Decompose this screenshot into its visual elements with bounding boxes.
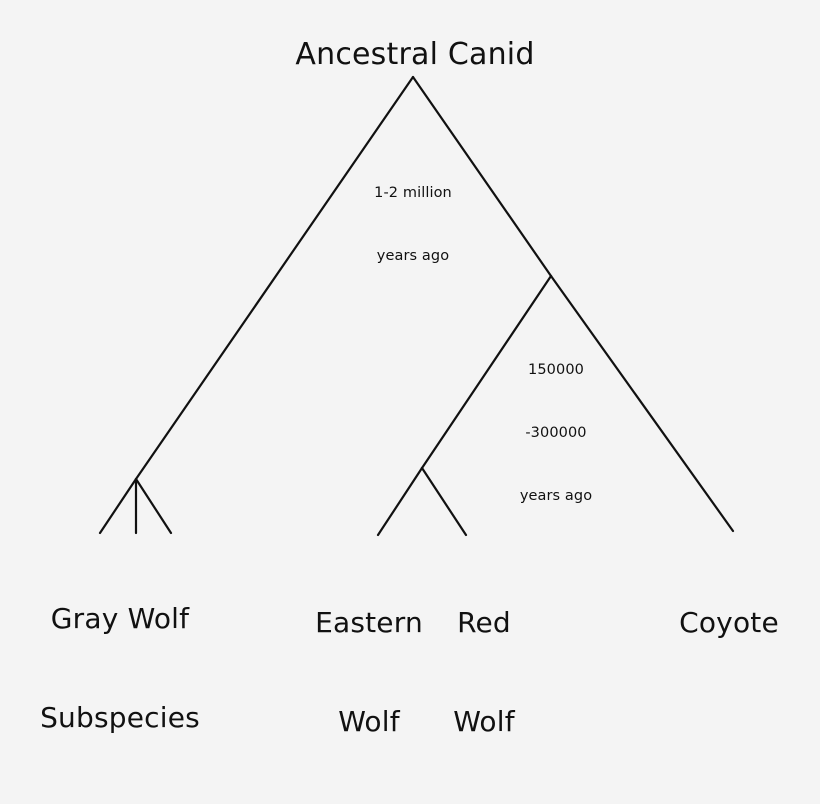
tree-branch-lines [98,75,735,537]
leaf-label-coyote-line1: Coyote [679,606,779,640]
branch-label-wolf-coyote-split-line1: 150000 [528,362,584,379]
leaf-label-coyote: Coyote [679,540,779,705]
branch-fork-to-redwolf [420,466,468,537]
branch-label-wolf-coyote-split-line3: years ago [519,488,593,505]
leaf-label-gray-wolf-subspecies-line2: Subspecies [40,701,200,735]
branch-fork-to-easternwolf [376,466,424,537]
leaf-label-red-wolf: Red Wolf [453,540,515,804]
leaf-label-red-wolf-line1: Red [457,606,511,640]
branch-label-wolf-coyote-split: 150000 -300000 years ago [520,318,592,549]
branch-graywolf-prong-left [98,477,138,535]
branch-node-to-coyote [549,274,735,533]
leaf-label-eastern-wolf-line1: Eastern [315,606,423,640]
branch-label-root-split: 1-2 million years ago [374,141,452,309]
leaf-label-red-wolf-line2: Wolf [453,705,515,739]
branch-label-root-split-line1: 1-2 million [374,185,452,202]
branch-root-to-graywolf [134,75,415,481]
phylogenetic-tree-diagram: Ancestral Canid 1-2 million years ago 15… [40,37,779,739]
branch-label-root-split-line2: years ago [376,248,450,265]
leaf-label-gray-wolf-subspecies-line1: Gray Wolf [50,602,190,636]
leaf-label-eastern-wolf: Eastern Wolf [315,540,423,804]
branch-root-to-wolfcoyote-node [411,75,553,278]
branch-node-to-easternred-fork [420,274,553,470]
leaf-label-gray-wolf-subspecies: Gray Wolf Subspecies [40,536,200,800]
root-label: Ancestral Canid [295,37,535,72]
branch-label-wolf-coyote-split-line2: -300000 [525,425,587,442]
leaf-label-eastern-wolf-line2: Wolf [338,705,400,739]
branch-graywolf-prong-right [134,477,173,535]
